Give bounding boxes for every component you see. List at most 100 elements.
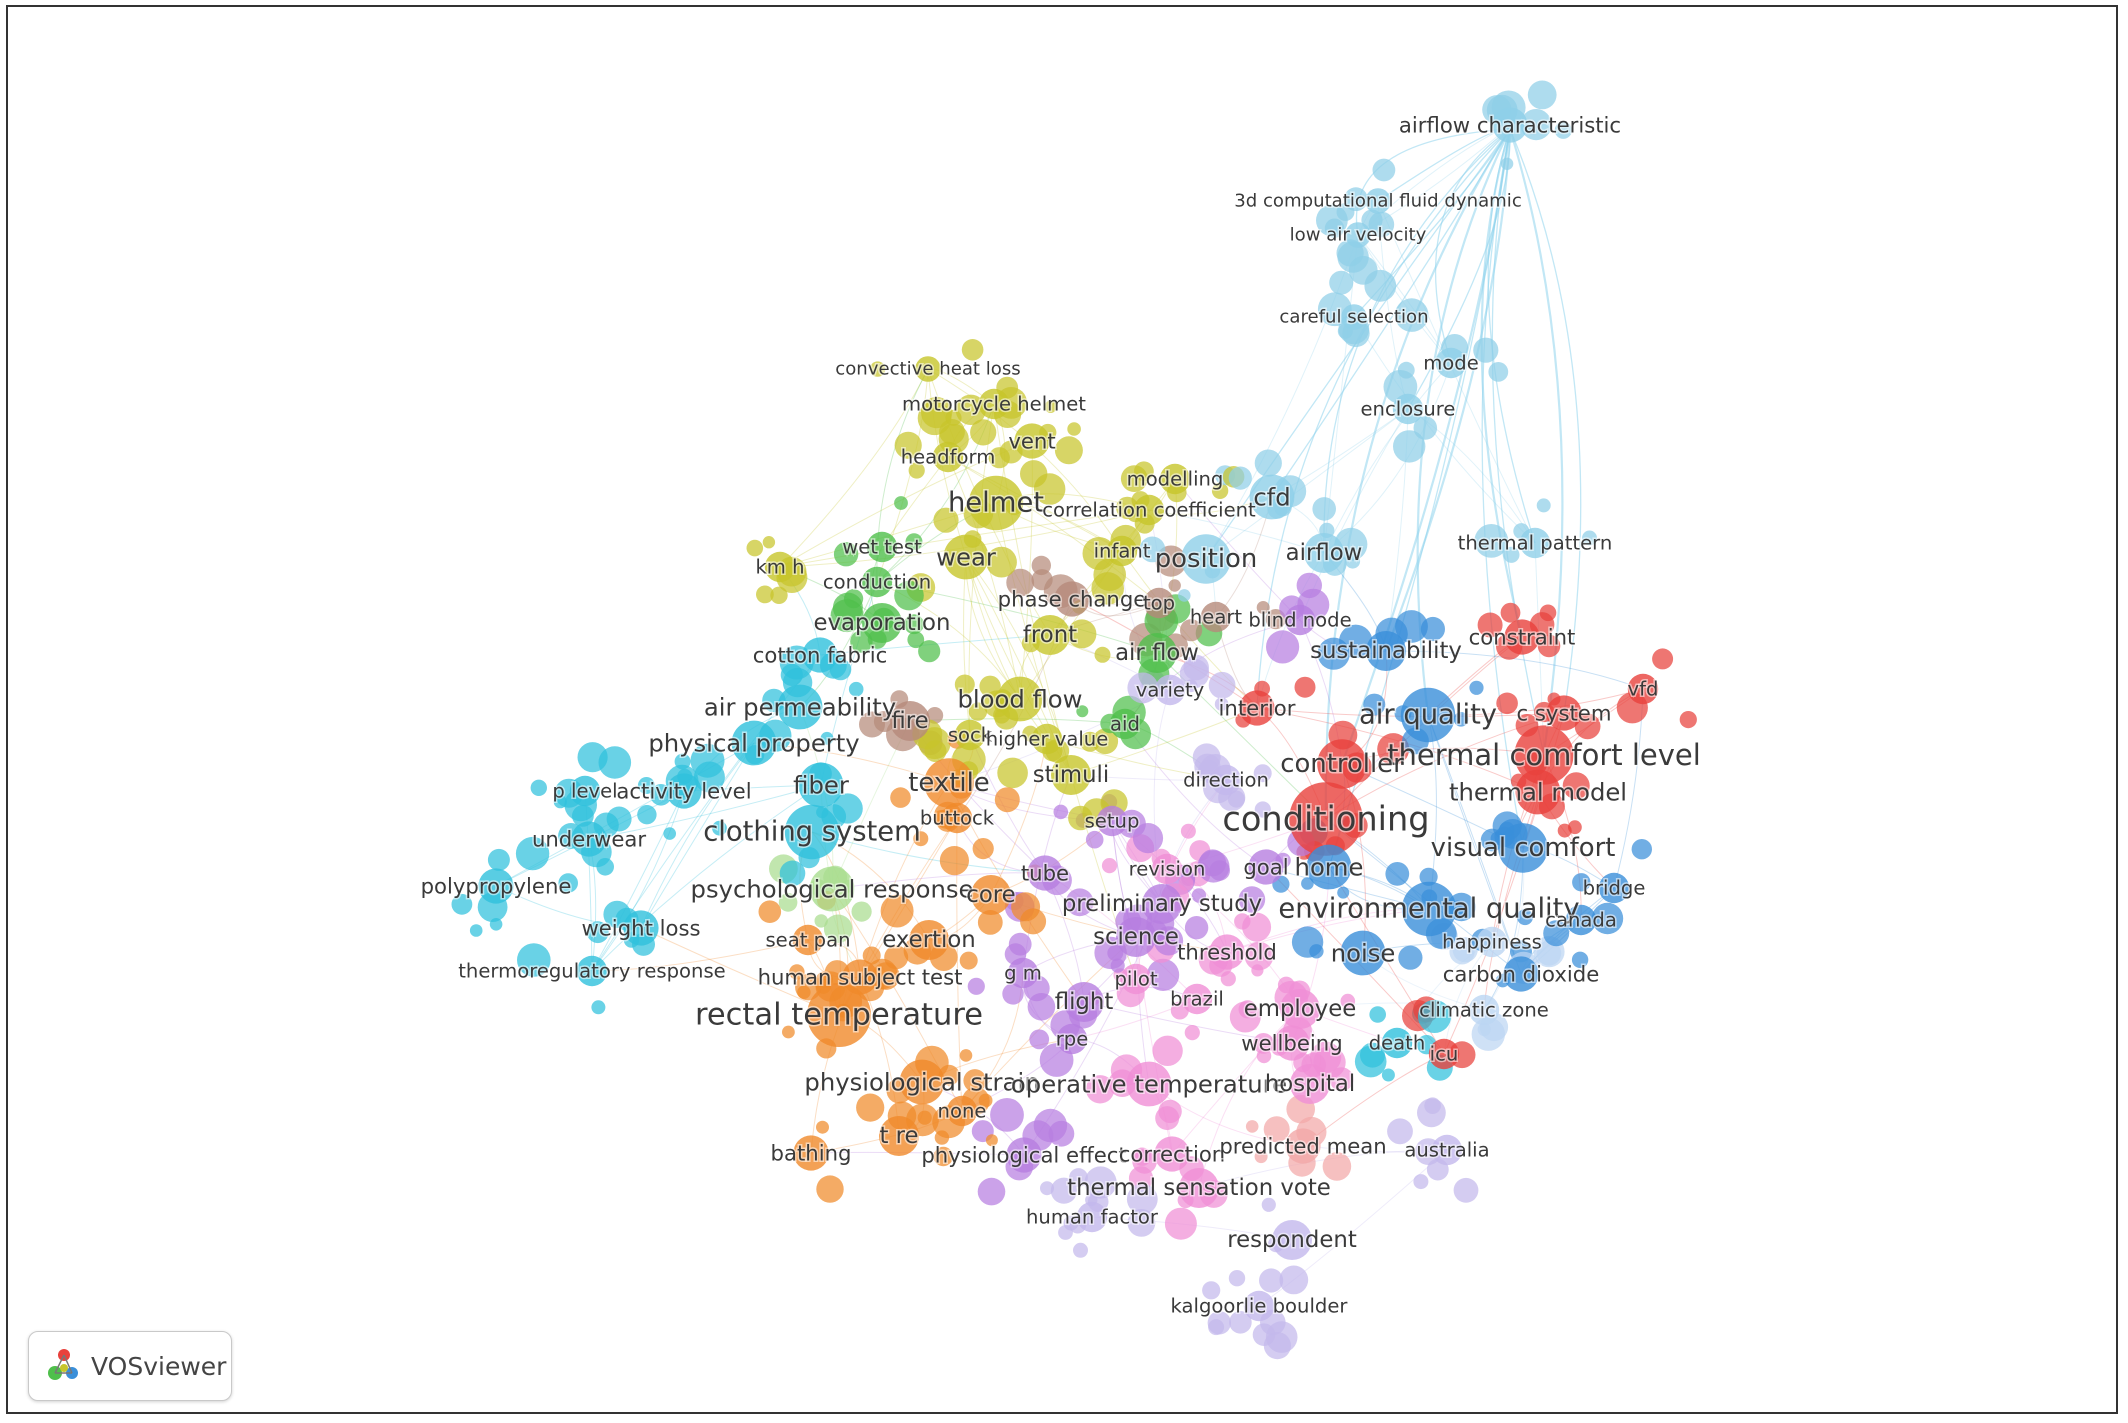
unlabeled-node[interactable] xyxy=(1202,1281,1221,1300)
unlabeled-node[interactable] xyxy=(1329,270,1354,295)
node-label[interactable]: operative temperature xyxy=(1009,1068,1288,1100)
unlabeled-node[interactable] xyxy=(1154,926,1184,956)
node-label[interactable]: fire xyxy=(890,707,930,736)
unlabeled-node[interactable] xyxy=(1337,886,1350,899)
unlabeled-node[interactable] xyxy=(1073,1242,1088,1258)
unlabeled-node[interactable] xyxy=(873,711,895,732)
unlabeled-node[interactable] xyxy=(690,743,725,778)
unlabeled-node[interactable] xyxy=(1208,1319,1225,1336)
unlabeled-node[interactable] xyxy=(1054,436,1083,465)
node-bubble[interactable] xyxy=(777,684,823,730)
node-label[interactable]: home xyxy=(1293,851,1365,883)
node-bubble[interactable] xyxy=(1054,581,1090,617)
node-bubble[interactable] xyxy=(1116,917,1156,957)
node-bubble[interactable] xyxy=(1503,956,1539,992)
node-label[interactable]: careful selection xyxy=(1278,305,1430,329)
node-label[interactable]: revision xyxy=(1127,856,1207,882)
node-label[interactable]: p level xyxy=(551,778,619,804)
unlabeled-node[interactable] xyxy=(1543,920,1570,947)
node-bubble[interactable] xyxy=(1341,304,1367,330)
unlabeled-node[interactable] xyxy=(1296,572,1323,599)
unlabeled-node[interactable] xyxy=(1477,1022,1491,1037)
node-label[interactable]: flight xyxy=(1053,988,1115,1017)
node-bubble[interactable] xyxy=(1096,805,1128,837)
unlabeled-node[interactable] xyxy=(558,873,578,893)
unlabeled-node[interactable] xyxy=(1229,1001,1261,1033)
unlabeled-node[interactable] xyxy=(959,1049,973,1062)
unlabeled-node[interactable] xyxy=(1085,830,1104,849)
node-bubble[interactable] xyxy=(478,868,514,904)
unlabeled-node[interactable] xyxy=(1537,634,1561,658)
node-label[interactable]: cfd xyxy=(1252,481,1292,513)
node-label[interactable]: helmet xyxy=(946,486,1045,520)
unlabeled-node[interactable] xyxy=(762,536,776,549)
unlabeled-node[interactable] xyxy=(1139,536,1166,563)
node-label[interactable]: thermal comfort level xyxy=(1386,737,1703,774)
node-label[interactable]: variety xyxy=(1134,677,1206,703)
node-bubble[interactable] xyxy=(1435,347,1467,379)
unlabeled-node[interactable] xyxy=(1394,298,1429,332)
unlabeled-node[interactable] xyxy=(851,901,872,922)
unlabeled-node[interactable] xyxy=(1536,498,1551,513)
node-label[interactable]: threshold xyxy=(1176,938,1279,966)
node-label[interactable]: wellbeing xyxy=(1240,1029,1344,1057)
unlabeled-node[interactable] xyxy=(1417,999,1452,1033)
node-label[interactable]: canada xyxy=(1544,907,1619,933)
unlabeled-node[interactable] xyxy=(1527,80,1557,110)
node-bubble[interactable] xyxy=(1546,695,1582,731)
node-bubble[interactable] xyxy=(666,773,702,809)
node-bubble[interactable] xyxy=(943,534,989,580)
unlabeled-node[interactable] xyxy=(994,787,1020,813)
node-label[interactable]: weight loss xyxy=(580,914,702,942)
node-label[interactable]: wet test xyxy=(841,534,924,560)
unlabeled-node[interactable] xyxy=(1329,1067,1354,1092)
node-bubble[interactable] xyxy=(932,441,964,473)
unlabeled-node[interactable] xyxy=(1419,867,1438,886)
node-bubble[interactable] xyxy=(784,804,840,860)
unlabeled-node[interactable] xyxy=(918,640,941,663)
node-label[interactable]: fiber xyxy=(792,769,851,801)
unlabeled-node[interactable] xyxy=(963,1069,987,1093)
unlabeled-node[interactable] xyxy=(637,777,655,794)
node-bubble[interactable] xyxy=(971,875,1011,915)
node-label[interactable]: seat pan xyxy=(764,927,852,953)
unlabeled-node[interactable] xyxy=(1184,1025,1200,1041)
node-bubble[interactable] xyxy=(968,475,1024,531)
node-bubble[interactable] xyxy=(576,955,608,987)
unlabeled-node[interactable] xyxy=(1517,909,1533,926)
unlabeled-node[interactable] xyxy=(1387,1118,1413,1145)
unlabeled-node[interactable] xyxy=(1488,362,1509,382)
node-label[interactable]: sock xyxy=(946,722,994,748)
unlabeled-node[interactable] xyxy=(954,674,975,695)
unlabeled-node[interactable] xyxy=(1265,609,1286,630)
node-bubble[interactable] xyxy=(764,551,796,583)
unlabeled-node[interactable] xyxy=(1002,983,1024,1005)
unlabeled-node[interactable] xyxy=(1500,602,1521,623)
node-bubble[interactable] xyxy=(1151,853,1183,885)
node-bubble[interactable] xyxy=(1249,474,1295,520)
node-label[interactable]: evaporation xyxy=(812,609,952,638)
unlabeled-node[interactable] xyxy=(758,900,782,923)
node-label[interactable]: airflow xyxy=(1284,539,1364,568)
node-label[interactable]: wear xyxy=(935,541,998,573)
unlabeled-node[interactable] xyxy=(789,964,805,980)
unlabeled-node[interactable] xyxy=(1227,790,1245,808)
node-bubble[interactable] xyxy=(1133,494,1165,526)
node-label[interactable]: air permeability xyxy=(702,691,897,723)
node-bubble[interactable] xyxy=(1143,587,1175,619)
unlabeled-node[interactable] xyxy=(1256,601,1270,614)
unlabeled-node[interactable] xyxy=(1152,1035,1183,1067)
unlabeled-node[interactable] xyxy=(869,361,886,377)
node-label[interactable]: sustainability xyxy=(1309,637,1464,666)
unlabeled-node[interactable] xyxy=(1312,497,1336,521)
unlabeled-node[interactable] xyxy=(1259,1268,1284,1293)
unlabeled-node[interactable] xyxy=(1572,873,1591,892)
node-label[interactable]: science xyxy=(1092,923,1181,952)
node-label[interactable]: motorcycle helmet xyxy=(901,391,1088,417)
unlabeled-node[interactable] xyxy=(972,838,994,860)
node-bubble[interactable] xyxy=(1014,423,1050,459)
unlabeled-node[interactable] xyxy=(816,1175,844,1203)
node-bubble[interactable] xyxy=(731,720,777,766)
unlabeled-node[interactable] xyxy=(961,339,984,361)
unlabeled-node[interactable] xyxy=(880,894,914,928)
